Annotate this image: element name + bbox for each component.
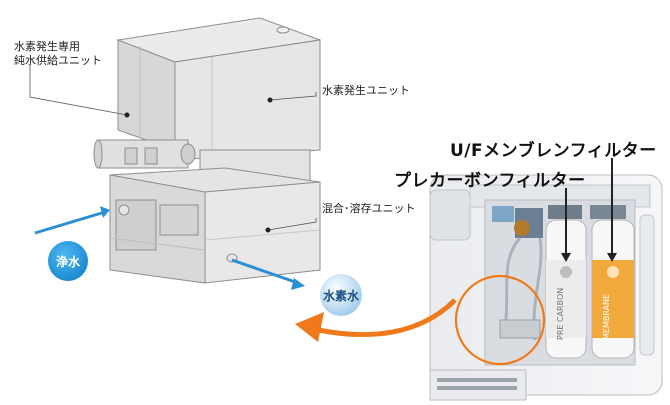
label-mixing-unit: 混合･溶存ユニット xyxy=(322,202,416,215)
clean-water-arrow xyxy=(34,206,110,235)
inlet-pipe-icon xyxy=(118,204,130,216)
cap-icon xyxy=(276,26,290,34)
drip-tray xyxy=(429,369,527,401)
hydrogen-unit-body xyxy=(174,39,321,161)
label-hydrogen-unit: 水素発生ユニット xyxy=(322,84,410,97)
leader-lines xyxy=(29,66,317,233)
label-pure-water-unit-line2: 純水供給ユニット xyxy=(14,54,102,67)
side-panel xyxy=(429,189,471,241)
pipe-end-icon xyxy=(93,139,103,169)
mixing-unit-highlight xyxy=(454,274,546,366)
pipe-bracket xyxy=(97,139,189,169)
pre-carbon-arrow xyxy=(561,188,571,262)
hydrogen-water-arrow xyxy=(231,258,305,290)
pipe-end-icon xyxy=(180,143,196,165)
orange-flow-arrow xyxy=(295,298,457,342)
label-uf-filter: U/Fメンブレンフィルター xyxy=(450,141,657,161)
cartridge-label-membrane: MEMBRANE xyxy=(602,293,611,340)
mixing-unit-front xyxy=(204,181,321,284)
clean-water-bubble xyxy=(48,241,88,281)
hydrogen-unit-model xyxy=(93,17,321,284)
bubble-clean-water-text: 浄水 xyxy=(55,255,80,269)
label-pre-carbon-filter: プレカーボンフィルター xyxy=(394,171,586,191)
uf-filter-arrow xyxy=(607,158,617,262)
hydrogen-water-bubble xyxy=(320,274,362,316)
cartridge-label-pre-carbon: PRE CARBON xyxy=(556,287,565,340)
label-pure-water-unit: 水素発生専用 純水供給ユニット xyxy=(14,40,102,68)
water-dispenser xyxy=(429,174,663,401)
label-pure-water-unit-line1: 水素発生専用 xyxy=(14,40,80,53)
bubble-hydrogen-water-text: 水素水 xyxy=(322,289,359,303)
